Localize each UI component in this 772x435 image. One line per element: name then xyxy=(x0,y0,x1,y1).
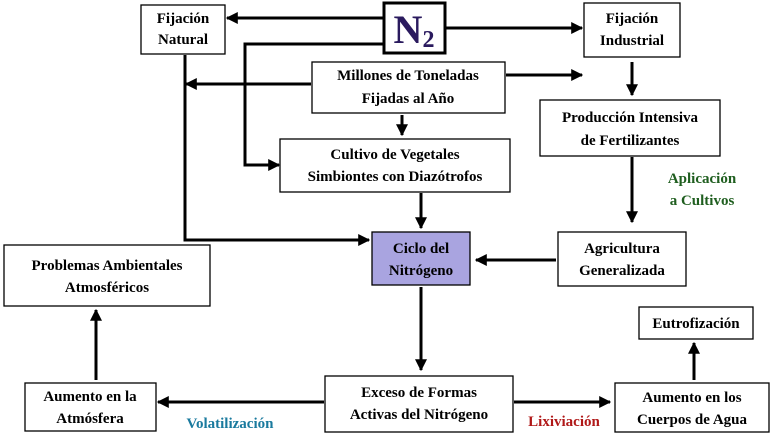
node-millones: Millones de Toneladas Fijadas al Año xyxy=(311,61,506,114)
exceso-line-1: Exceso de Formas xyxy=(361,385,477,401)
node-fijacion-industrial: Fijación Industrial xyxy=(583,2,681,58)
ciclo-line-1: Ciclo del xyxy=(393,241,449,257)
node-problemas: Problemas Ambientales Atmosféricos xyxy=(3,244,211,307)
agricultura-line-2: Generalizada xyxy=(579,263,665,279)
node-aumento-agua: Aumento en los Cuerpos de Agua xyxy=(614,382,770,433)
fijacion-industrial-line-1: Fijación xyxy=(606,11,659,27)
fijacion-natural-line-2: Natural xyxy=(158,32,208,48)
ciclo-line-2: Nitrógeno xyxy=(389,263,453,279)
edge-natural-to-ciclo xyxy=(183,55,371,246)
n2-sub: 2 xyxy=(422,27,434,53)
node-n2: N2 xyxy=(382,1,447,55)
problemas-line-1: Problemas Ambientales xyxy=(32,258,183,274)
edge-n2-to-cultivo xyxy=(243,42,383,171)
node-cultivo: Cultivo de Vegetales Simbiontes con Diaz… xyxy=(279,138,511,193)
node-agricultura: Agricultura Generalizada xyxy=(557,231,687,287)
edges xyxy=(90,11,700,408)
fijacion-industrial-line-2: Industrial xyxy=(600,33,664,49)
eutrofizacion-line-1: Eutrofización xyxy=(652,316,740,332)
cultivo-line-2: Simbiontes con Diazótrofos xyxy=(308,169,483,185)
exceso-line-2: Activas del Nitrógeno xyxy=(350,407,488,423)
label-aplicacion-line-1: Aplicación xyxy=(668,171,737,187)
agua-line-2: Cuerpos de Agua xyxy=(637,412,748,428)
millones-line-1: Millones de Toneladas xyxy=(337,68,479,84)
atmosfera-line-1: Aumento en la xyxy=(43,389,137,405)
cultivo-line-1: Cultivo de Vegetales xyxy=(330,147,459,163)
produccion-line-1: Producción Intensiva xyxy=(562,110,698,126)
label-lixiviacion: Lixiviación xyxy=(528,414,600,430)
agua-line-1: Aumento en los xyxy=(642,390,741,406)
node-produccion: Producción Intensiva de Fertilizantes xyxy=(539,99,721,157)
label-aplicacion-line-2: a Cultivos xyxy=(670,193,735,209)
millones-line-2: Fijadas al Año xyxy=(362,91,455,107)
problemas-line-2: Atmosféricos xyxy=(65,280,149,296)
label-volatilizacion: Volatilización xyxy=(187,416,275,432)
node-fijacion-natural: Fijación Natural xyxy=(140,4,226,55)
agricultura-line-1: Agricultura xyxy=(584,241,660,257)
node-aumento-atmosfera: Aumento en la Atmósfera xyxy=(24,382,157,432)
n2-main: N xyxy=(394,7,423,52)
atmosfera-line-2: Atmósfera xyxy=(56,411,124,427)
node-exceso: Exceso de Formas Activas del Nitrógeno xyxy=(324,375,514,433)
node-ciclo-nitrogeno: Ciclo del Nitrógeno xyxy=(371,231,471,286)
fijacion-natural-line-1: Fijación xyxy=(157,11,210,27)
produccion-line-2: de Fertilizantes xyxy=(581,133,680,149)
svg-text:N2: N2 xyxy=(394,7,435,53)
node-eutrofizacion: Eutrofización xyxy=(638,306,754,340)
